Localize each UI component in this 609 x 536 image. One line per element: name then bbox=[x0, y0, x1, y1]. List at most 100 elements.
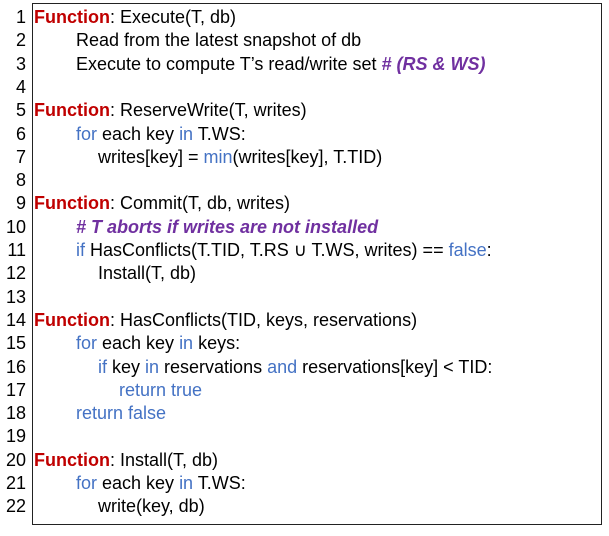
function-keyword: Function bbox=[34, 7, 110, 27]
line-number: 18 bbox=[5, 403, 26, 424]
code-text: if key in reservations and reservations[… bbox=[98, 356, 492, 379]
code-text: for each key in keys: bbox=[76, 332, 240, 355]
code-line: 8 bbox=[0, 169, 609, 192]
line-number: 11 bbox=[7, 240, 26, 260]
code-token: reservations[key] < TID: bbox=[297, 356, 493, 377]
line-number: 3 bbox=[15, 53, 26, 74]
code-token: reservations bbox=[159, 356, 268, 377]
code-token: T.WS: bbox=[193, 473, 246, 493]
code-token: : ReserveWrite(T, writes) bbox=[109, 100, 307, 121]
code-line: 10 # T aborts if writes are not installed bbox=[0, 216, 609, 239]
code-token: writes[key] = bbox=[98, 146, 204, 167]
function-keyword: Function bbox=[34, 449, 110, 470]
line-number: 12 bbox=[5, 263, 26, 284]
keyword-token: and bbox=[267, 356, 298, 377]
code-text: for each key in T.WS: bbox=[76, 123, 246, 146]
comment-token: # (RS & WS) bbox=[381, 53, 486, 74]
line-number: 2 bbox=[15, 30, 26, 51]
code-token: Read from the latest snapshot of db bbox=[76, 30, 362, 51]
code-token: T.WS: bbox=[193, 123, 246, 144]
code-line: 17 return true bbox=[0, 379, 609, 402]
line-number: 14 bbox=[5, 309, 26, 330]
code-token: : Install(T, db) bbox=[109, 449, 219, 470]
code-text: Function: HasConflicts(TID, keys, reserv… bbox=[34, 309, 417, 332]
line-number: 5 bbox=[15, 100, 26, 121]
line-number: 20 bbox=[5, 449, 26, 470]
code-token: each key bbox=[97, 123, 180, 144]
code-text: Function: ReserveWrite(T, writes) bbox=[34, 99, 307, 122]
code-line: 14 Function: HasConflicts(TID, keys, rese… bbox=[0, 309, 609, 332]
keyword-token: for bbox=[76, 123, 98, 144]
code-line: 15 for each key in keys: bbox=[0, 332, 609, 355]
line-number: 16 bbox=[5, 356, 26, 377]
line-number: 21 bbox=[5, 473, 26, 493]
code-token: (writes[key], T.TID) bbox=[232, 146, 383, 167]
keyword-token: in bbox=[145, 356, 160, 377]
code-text: # T aborts if writes are not installed bbox=[76, 216, 378, 239]
keyword-token: return false bbox=[76, 403, 167, 424]
code-text: Function: Execute(T, db) bbox=[34, 6, 236, 29]
code-line: 4 bbox=[0, 76, 609, 99]
code-line: 11 if HasConflicts(T.TID, T.RS ∪ T.WS, wr… bbox=[0, 239, 609, 262]
keyword-token: in bbox=[179, 333, 194, 354]
code-text: Function: Commit(T, db, writes) bbox=[34, 192, 290, 215]
code-line: 1 Function: Execute(T, db) bbox=[0, 6, 609, 29]
code-line: 20 Function: Install(T, db) bbox=[0, 449, 609, 472]
code-line: 9 Function: Commit(T, db, writes) bbox=[0, 192, 609, 215]
line-number: 15 bbox=[5, 333, 26, 354]
keyword-token: for bbox=[76, 333, 98, 354]
function-keyword: Function bbox=[34, 100, 110, 121]
keyword-token: in bbox=[179, 123, 194, 144]
keyword-token: if bbox=[76, 240, 85, 260]
code-token: key bbox=[107, 356, 146, 377]
line-number: 7 bbox=[15, 146, 26, 167]
code-token: : bbox=[486, 240, 492, 260]
line-number: 22 bbox=[5, 496, 26, 517]
code-text: if HasConflicts(T.TID, T.RS ∪ T.WS, writ… bbox=[76, 239, 492, 262]
code-line: 22 write(key, db) bbox=[0, 495, 609, 518]
line-number: 10 bbox=[5, 216, 26, 237]
line-number: 19 bbox=[5, 426, 26, 447]
code-token: Execute to compute T’s read/write set bbox=[76, 53, 382, 74]
code-text: writes[key] = min(writes[key], T.TID) bbox=[98, 146, 382, 169]
code-token: : Execute(T, db) bbox=[109, 7, 237, 27]
line-number: 1 bbox=[15, 7, 26, 27]
line-number: 17 bbox=[5, 379, 26, 400]
code-line: 13 bbox=[0, 286, 609, 309]
keyword-token: in bbox=[179, 473, 194, 493]
keyword-token: false bbox=[448, 240, 487, 260]
code-line: 7 writes[key] = min(writes[key], T.TID) bbox=[0, 146, 609, 169]
function-keyword: Function bbox=[34, 309, 110, 330]
code-token: each key bbox=[97, 333, 180, 354]
keyword-token: min bbox=[203, 146, 233, 167]
code-text: return true bbox=[119, 379, 202, 402]
code-line: 2 Read from the latest snapshot of db bbox=[0, 29, 609, 52]
code-text: Install(T, db) bbox=[98, 262, 196, 285]
code-text: write(key, db) bbox=[98, 495, 205, 518]
function-keyword: Function bbox=[34, 193, 110, 214]
code-line: 18 return false bbox=[0, 402, 609, 425]
code-token: HasConflicts(T.TID, T.RS ∪ T.WS, writes)… bbox=[85, 240, 449, 260]
code-text: return false bbox=[76, 402, 166, 425]
line-number: 13 bbox=[5, 286, 26, 307]
code-token: Install(T, db) bbox=[98, 263, 197, 284]
code-token: : HasConflicts(TID, keys, reservations) bbox=[109, 309, 418, 330]
code-line: 21 for each key in T.WS: bbox=[0, 472, 609, 495]
keyword-token: for bbox=[76, 473, 98, 493]
code-token: keys: bbox=[193, 333, 241, 354]
code-token: each key bbox=[97, 473, 180, 493]
code-token: write(key, db) bbox=[98, 496, 205, 517]
code-token: : Commit(T, db, writes) bbox=[109, 193, 291, 214]
keyword-token: return true bbox=[119, 379, 203, 400]
code-text: Execute to compute T’s read/write set # … bbox=[76, 53, 486, 76]
code-line: 3 Execute to compute T’s read/write set #… bbox=[0, 53, 609, 76]
line-number: 4 bbox=[15, 76, 26, 97]
line-number: 8 bbox=[15, 170, 26, 191]
code-text: Read from the latest snapshot of db bbox=[76, 29, 361, 52]
code-line: 16 if key in reservations and reservation… bbox=[0, 356, 609, 379]
code-line: 19 bbox=[0, 425, 609, 448]
code-line: 5 Function: ReserveWrite(T, writes) bbox=[0, 99, 609, 122]
line-number: 9 bbox=[15, 193, 26, 214]
